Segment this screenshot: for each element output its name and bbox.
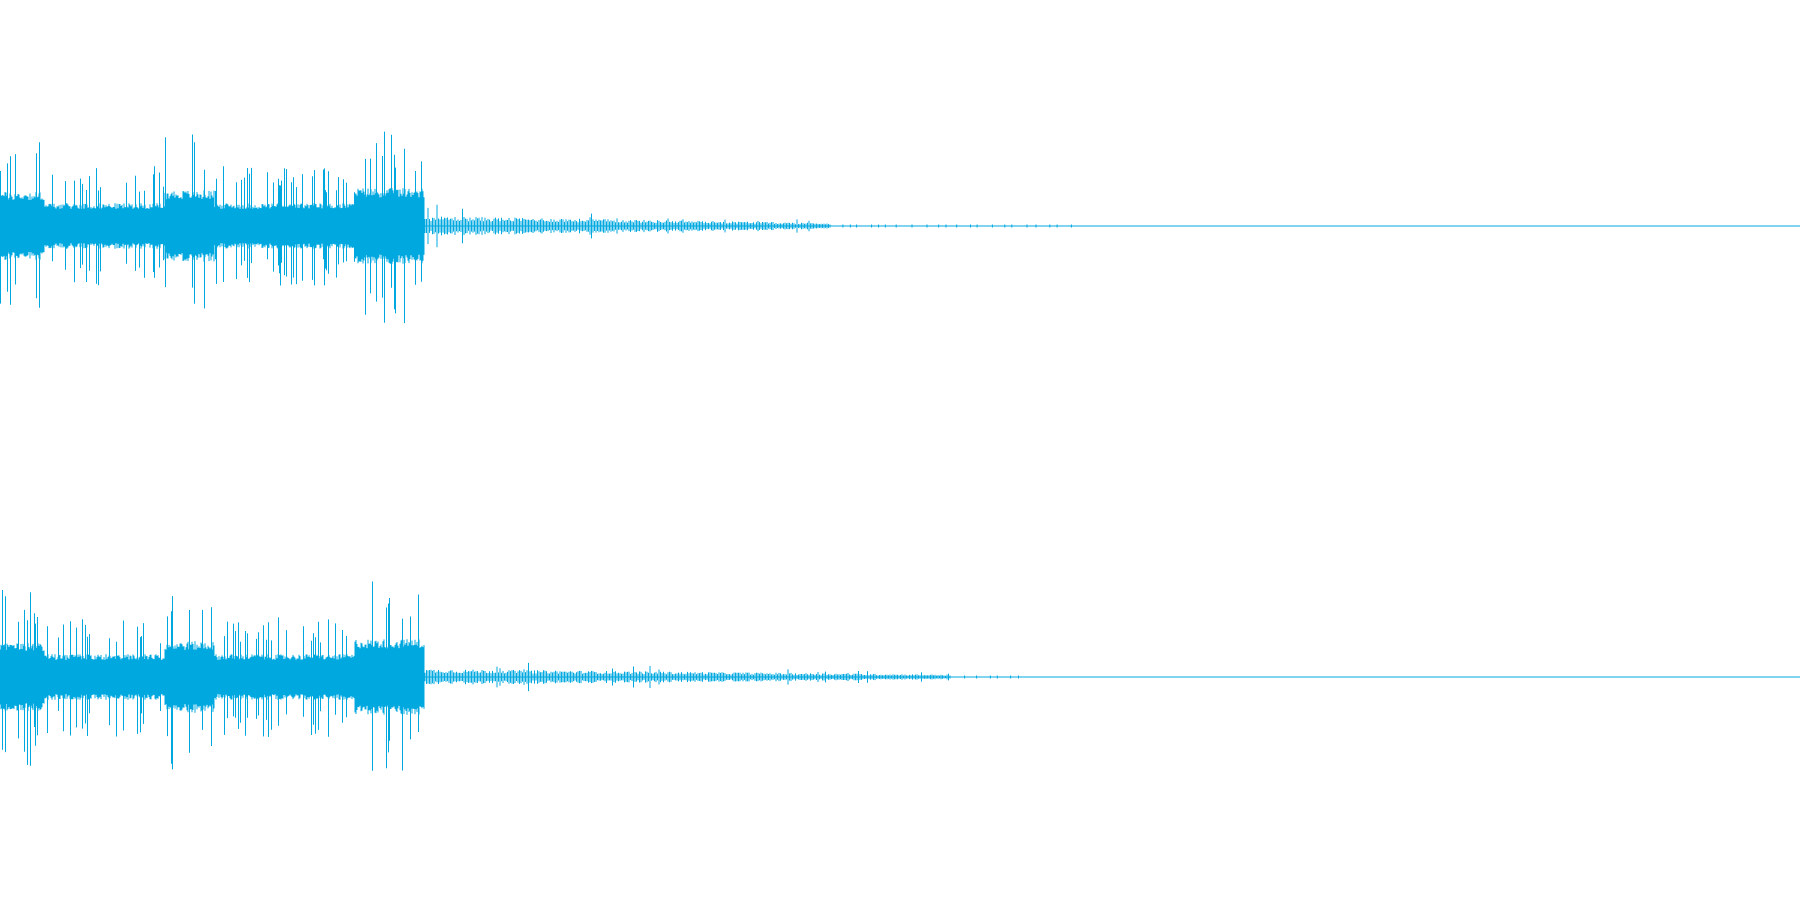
waveform-signal [0, 581, 1019, 771]
channel-1-waveform [0, 131, 1800, 324]
waveform-signal [0, 131, 1072, 324]
channel-2-waveform [0, 581, 1800, 771]
